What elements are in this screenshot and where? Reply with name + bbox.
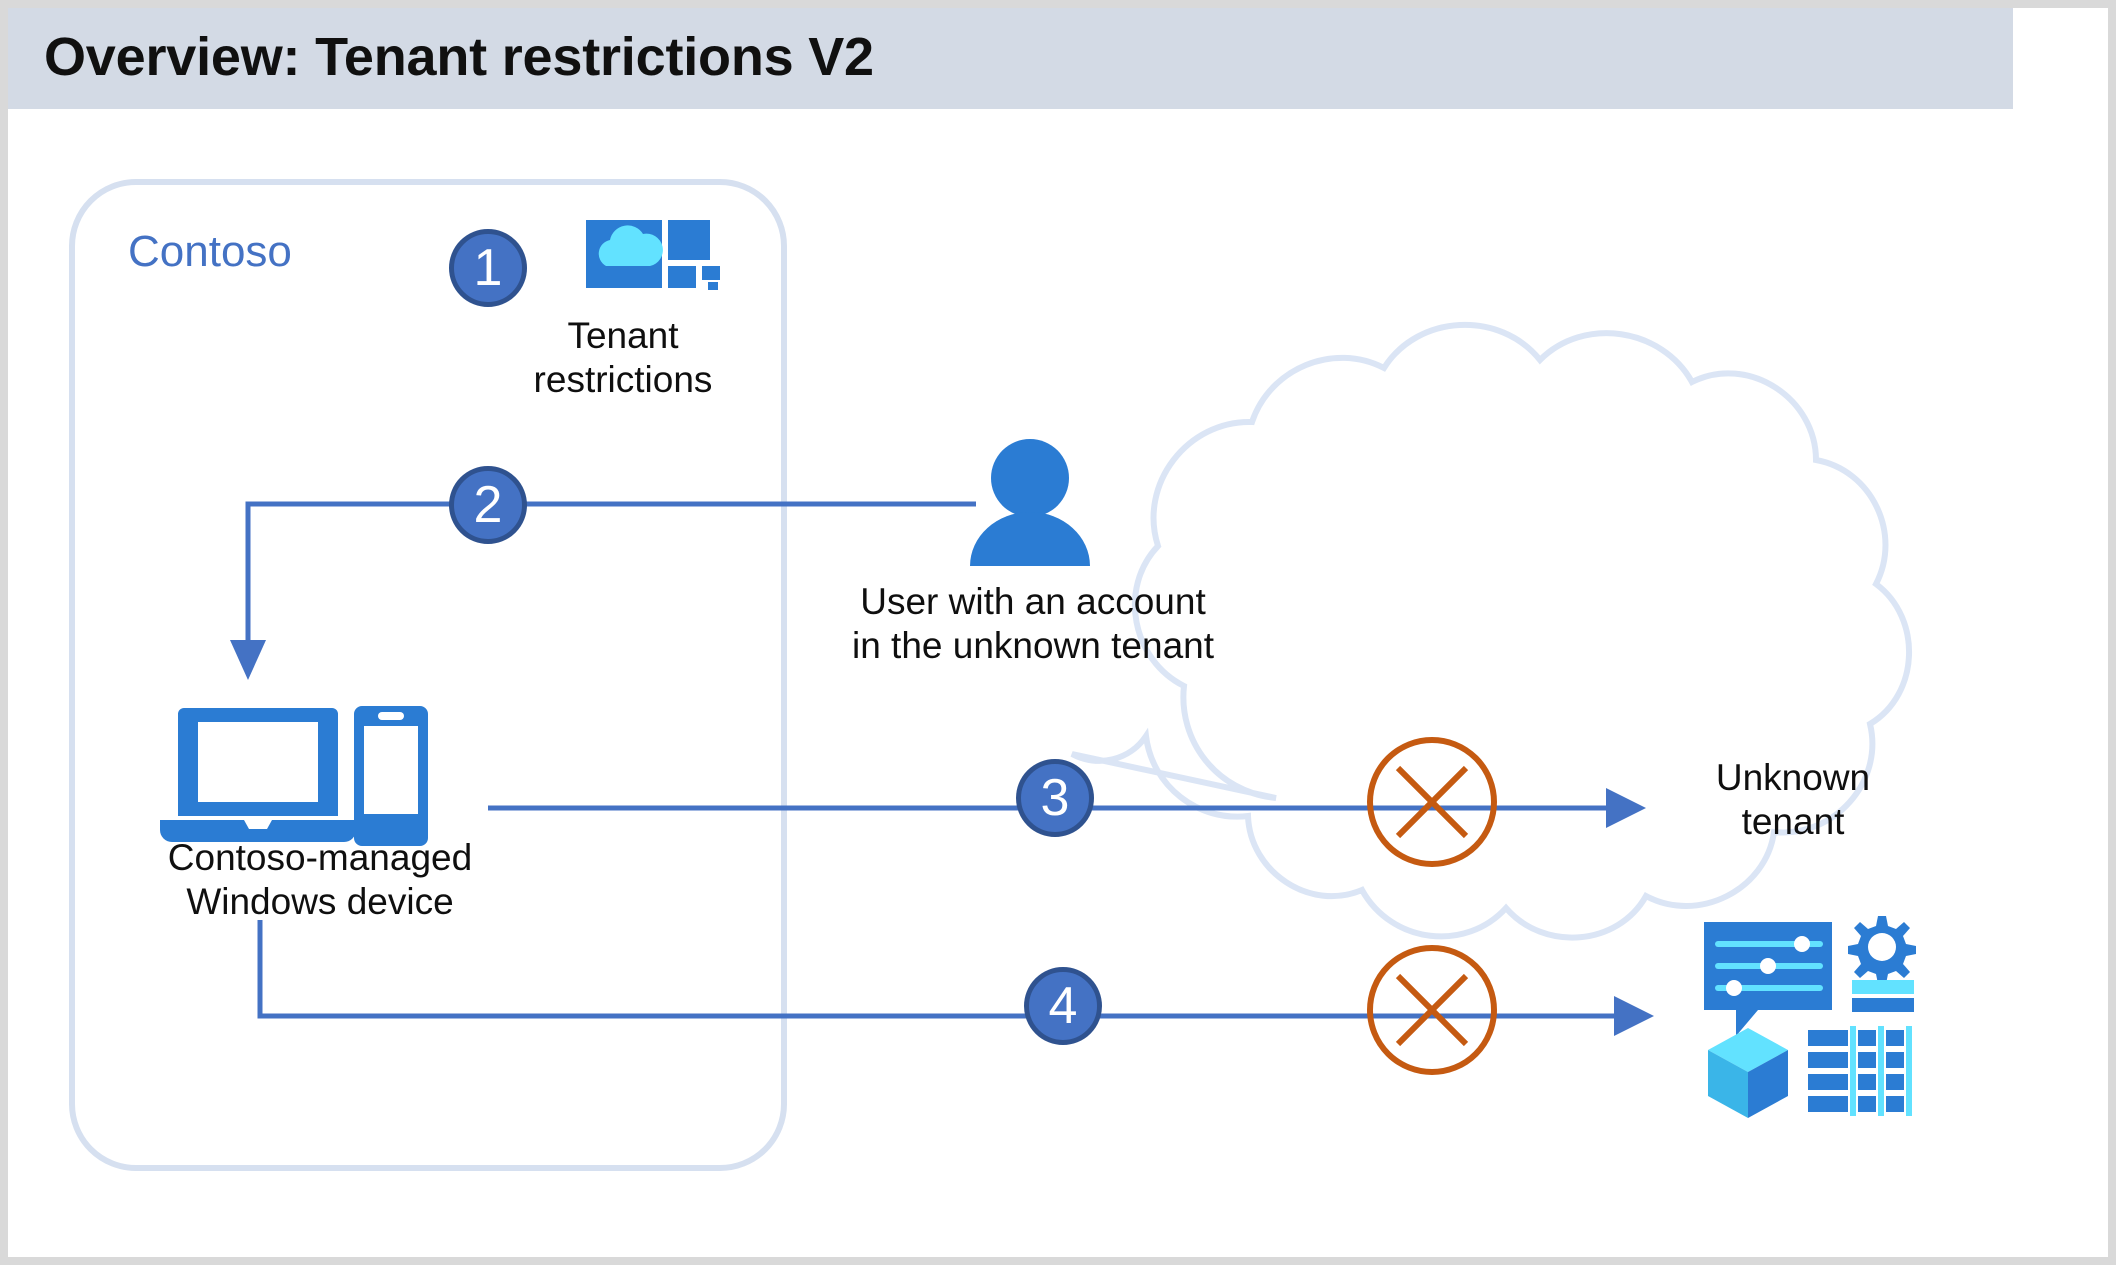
page-title: Overview: Tenant restrictions V2	[44, 27, 874, 87]
user-label-line2: in the unknown tenant	[851, 625, 1215, 666]
user-label-line1: User with an account	[860, 581, 1206, 622]
device-label-line1: Contoso-managed	[167, 837, 473, 878]
step-badge-3: 3	[1016, 759, 1094, 837]
x-circle-block-icon-1	[1367, 737, 1497, 867]
contoso-label: Contoso	[128, 227, 292, 276]
cloud-apps-icon	[1704, 916, 1916, 1118]
device-label-line2: Windows device	[186, 881, 454, 922]
step-badge-1: 1	[449, 229, 527, 307]
x-circle-block-icon-2	[1367, 945, 1497, 1075]
step-badge-4: 4	[1024, 967, 1102, 1045]
unknown-tenant-label-line2: tenant	[1741, 801, 1845, 842]
flow-arrow-2	[230, 501, 976, 680]
cloud-outline-shape	[1070, 321, 1912, 941]
unknown-tenant-label-line1: Unknown	[1715, 757, 1871, 798]
title-banner: Overview: Tenant restrictions V2	[8, 8, 2013, 109]
tenant-restrictions-label-line2: restrictions	[533, 359, 713, 400]
person-icon	[970, 439, 1090, 566]
flow-arrow-4	[257, 920, 1654, 1036]
step-badge-2: 2	[449, 466, 527, 544]
tenant-restrictions-label-line1: Tenant	[567, 315, 679, 356]
diagram-vector-layer	[69, 179, 1916, 1171]
tenant-restrictions-tiles-icon	[586, 220, 720, 290]
contoso-boundary	[69, 179, 787, 1171]
laptop-and-phone-icon	[160, 706, 428, 846]
